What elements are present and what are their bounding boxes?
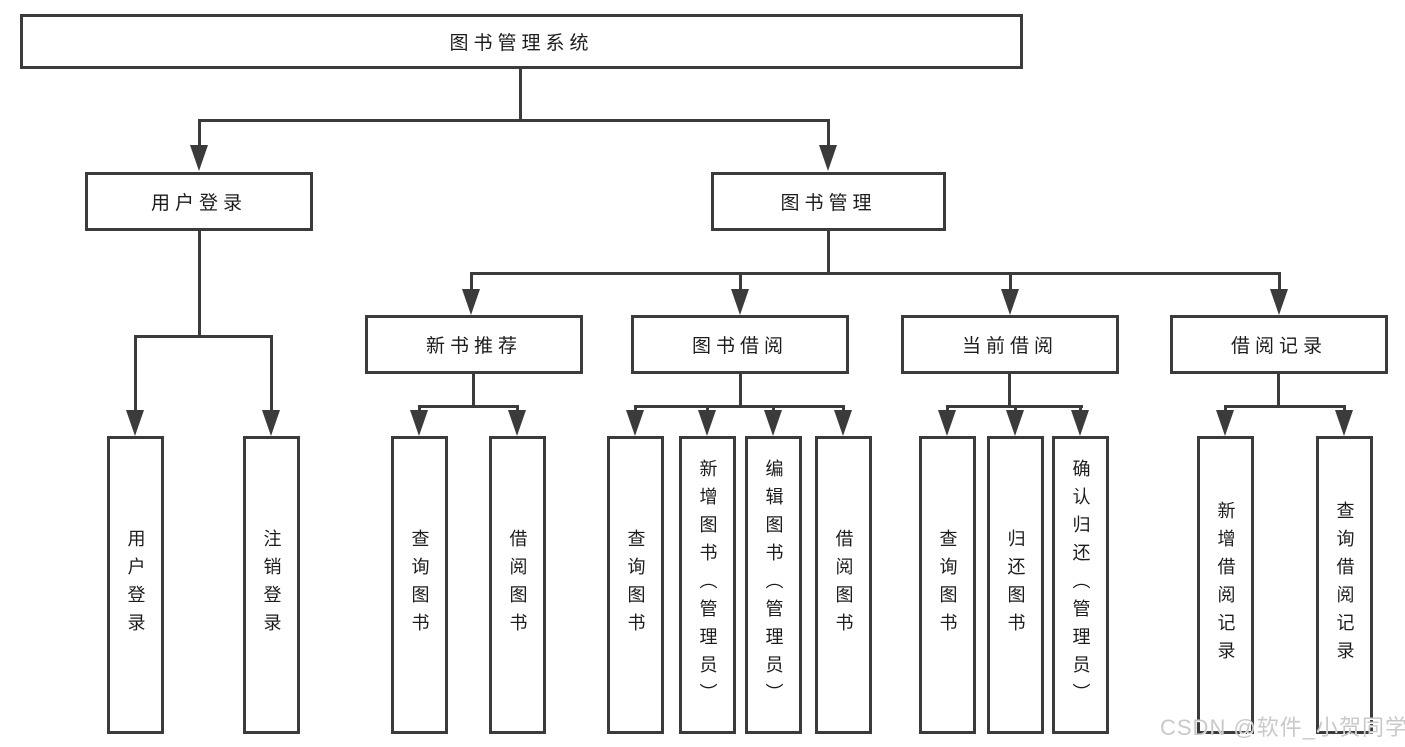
connector-line	[1009, 272, 1012, 290]
leaf-logout: 注销登录	[243, 436, 300, 734]
leaf-add-borrow-record-label: 新增借阅记录	[1215, 501, 1236, 669]
arrow-down-icon	[190, 145, 208, 171]
leaf-confirm-return-admin-label: 确认归还（管理员）	[1070, 459, 1091, 711]
connector-line	[1079, 405, 1082, 412]
arrow-down-icon	[262, 410, 280, 436]
leaf-user-login-label: 用户登录	[125, 529, 146, 641]
node-user-login-label: 用户登录	[150, 193, 247, 214]
connector-line	[198, 119, 201, 146]
csdn-watermark: CSDN @软件_小贺同学	[1160, 715, 1405, 740]
arrow-down-icon	[626, 410, 644, 436]
arrow-down-icon	[698, 410, 716, 436]
leaf-edit-book-admin: 编辑图书（管理员）	[745, 436, 802, 734]
leaf-add-book-admin-label: 新增图书（管理员）	[697, 459, 718, 711]
leaf-query-books-current-label: 查询图书	[937, 529, 958, 641]
connector-line	[270, 335, 273, 411]
leaf-add-book-admin: 新增图书（管理员）	[679, 436, 736, 734]
leaf-edit-book-admin-label: 编辑图书（管理员）	[763, 459, 784, 711]
connector-line	[516, 405, 519, 412]
leaf-query-books-recommend-label: 查询图书	[409, 529, 430, 641]
connector-line	[470, 272, 1280, 275]
arrow-down-icon	[1216, 410, 1234, 436]
arrow-down-icon	[1270, 289, 1288, 315]
connector-line	[134, 335, 137, 411]
node-borrowing-records-label: 借阅记录	[1230, 336, 1327, 357]
leaf-return-book-label: 归还图书	[1005, 529, 1026, 641]
connector-line	[827, 231, 830, 272]
arrow-down-icon	[1001, 289, 1019, 315]
leaf-add-borrow-record: 新增借阅记录	[1197, 436, 1254, 734]
arrow-down-icon	[819, 145, 837, 171]
arrow-down-icon	[1071, 410, 1089, 436]
leaf-logout-label: 注销登录	[261, 529, 282, 641]
connector-line	[739, 272, 742, 290]
connector-line	[198, 119, 830, 122]
connector-line	[946, 405, 949, 412]
connector-line	[134, 335, 273, 338]
connector-line	[842, 405, 845, 412]
node-book-management-label: 图书管理	[780, 193, 877, 214]
connector-line	[470, 272, 473, 290]
connector-line	[198, 231, 201, 335]
leaf-return-book: 归还图书	[987, 436, 1044, 734]
arrow-down-icon	[938, 410, 956, 436]
node-book-borrowing-label: 图书借阅	[691, 336, 788, 357]
connector-line	[827, 119, 830, 146]
arrow-down-icon	[731, 289, 749, 315]
leaf-borrow-books-recommend-label: 借阅图书	[507, 529, 528, 641]
leaf-query-books-borrowing-label: 查询图书	[625, 529, 646, 641]
connector-line	[1008, 374, 1011, 405]
arrow-down-icon	[410, 410, 428, 436]
arrow-down-icon	[126, 410, 144, 436]
connector-line	[472, 374, 475, 405]
node-library-system-label: 图书管理系统	[449, 33, 594, 54]
leaf-query-books-borrowing: 查询图书	[607, 436, 664, 734]
leaf-query-books-current: 查询图书	[919, 436, 976, 734]
connector-line	[772, 405, 775, 412]
node-book-management: 图书管理	[711, 172, 946, 231]
arrow-down-icon	[1335, 410, 1353, 436]
node-borrowing-records: 借阅记录	[1170, 315, 1388, 374]
connector-line	[1224, 405, 1345, 408]
node-book-borrowing: 图书借阅	[631, 315, 849, 374]
node-library-system: 图书管理系统	[20, 14, 1023, 69]
connector-line	[706, 405, 709, 412]
node-current-borrowing-label: 当前借阅	[961, 336, 1058, 357]
leaf-query-borrow-record: 查询借阅记录	[1316, 436, 1373, 734]
connector-line	[634, 405, 844, 408]
leaf-query-borrow-record-label: 查询借阅记录	[1334, 501, 1355, 669]
node-new-book-recommend-label: 新书推荐	[425, 336, 522, 357]
node-new-book-recommend: 新书推荐	[365, 315, 583, 374]
arrow-down-icon	[764, 410, 782, 436]
connector-line	[418, 405, 519, 408]
leaf-borrow-books-borrowing: 借阅图书	[815, 436, 872, 734]
node-user-login: 用户登录	[85, 172, 313, 231]
connector-line	[1224, 405, 1227, 412]
leaf-user-login: 用户登录	[107, 436, 164, 734]
arrow-down-icon	[508, 410, 526, 436]
connector-line	[1014, 405, 1017, 412]
leaf-confirm-return-admin: 确认归还（管理员）	[1052, 436, 1109, 734]
node-current-borrowing: 当前借阅	[901, 315, 1119, 374]
arrow-down-icon	[462, 289, 480, 315]
connector-line	[634, 405, 637, 412]
connector-line	[418, 405, 421, 412]
leaf-query-books-recommend: 查询图书	[391, 436, 448, 734]
leaf-borrow-books-recommend: 借阅图书	[489, 436, 546, 734]
arrow-down-icon	[1006, 410, 1024, 436]
connector-line	[739, 374, 742, 405]
arrow-down-icon	[834, 410, 852, 436]
connector-line	[1277, 374, 1280, 405]
connector-line	[1343, 405, 1346, 412]
leaf-borrow-books-borrowing-label: 借阅图书	[833, 529, 854, 641]
connector-line	[1278, 272, 1281, 290]
connector-line	[519, 69, 522, 119]
